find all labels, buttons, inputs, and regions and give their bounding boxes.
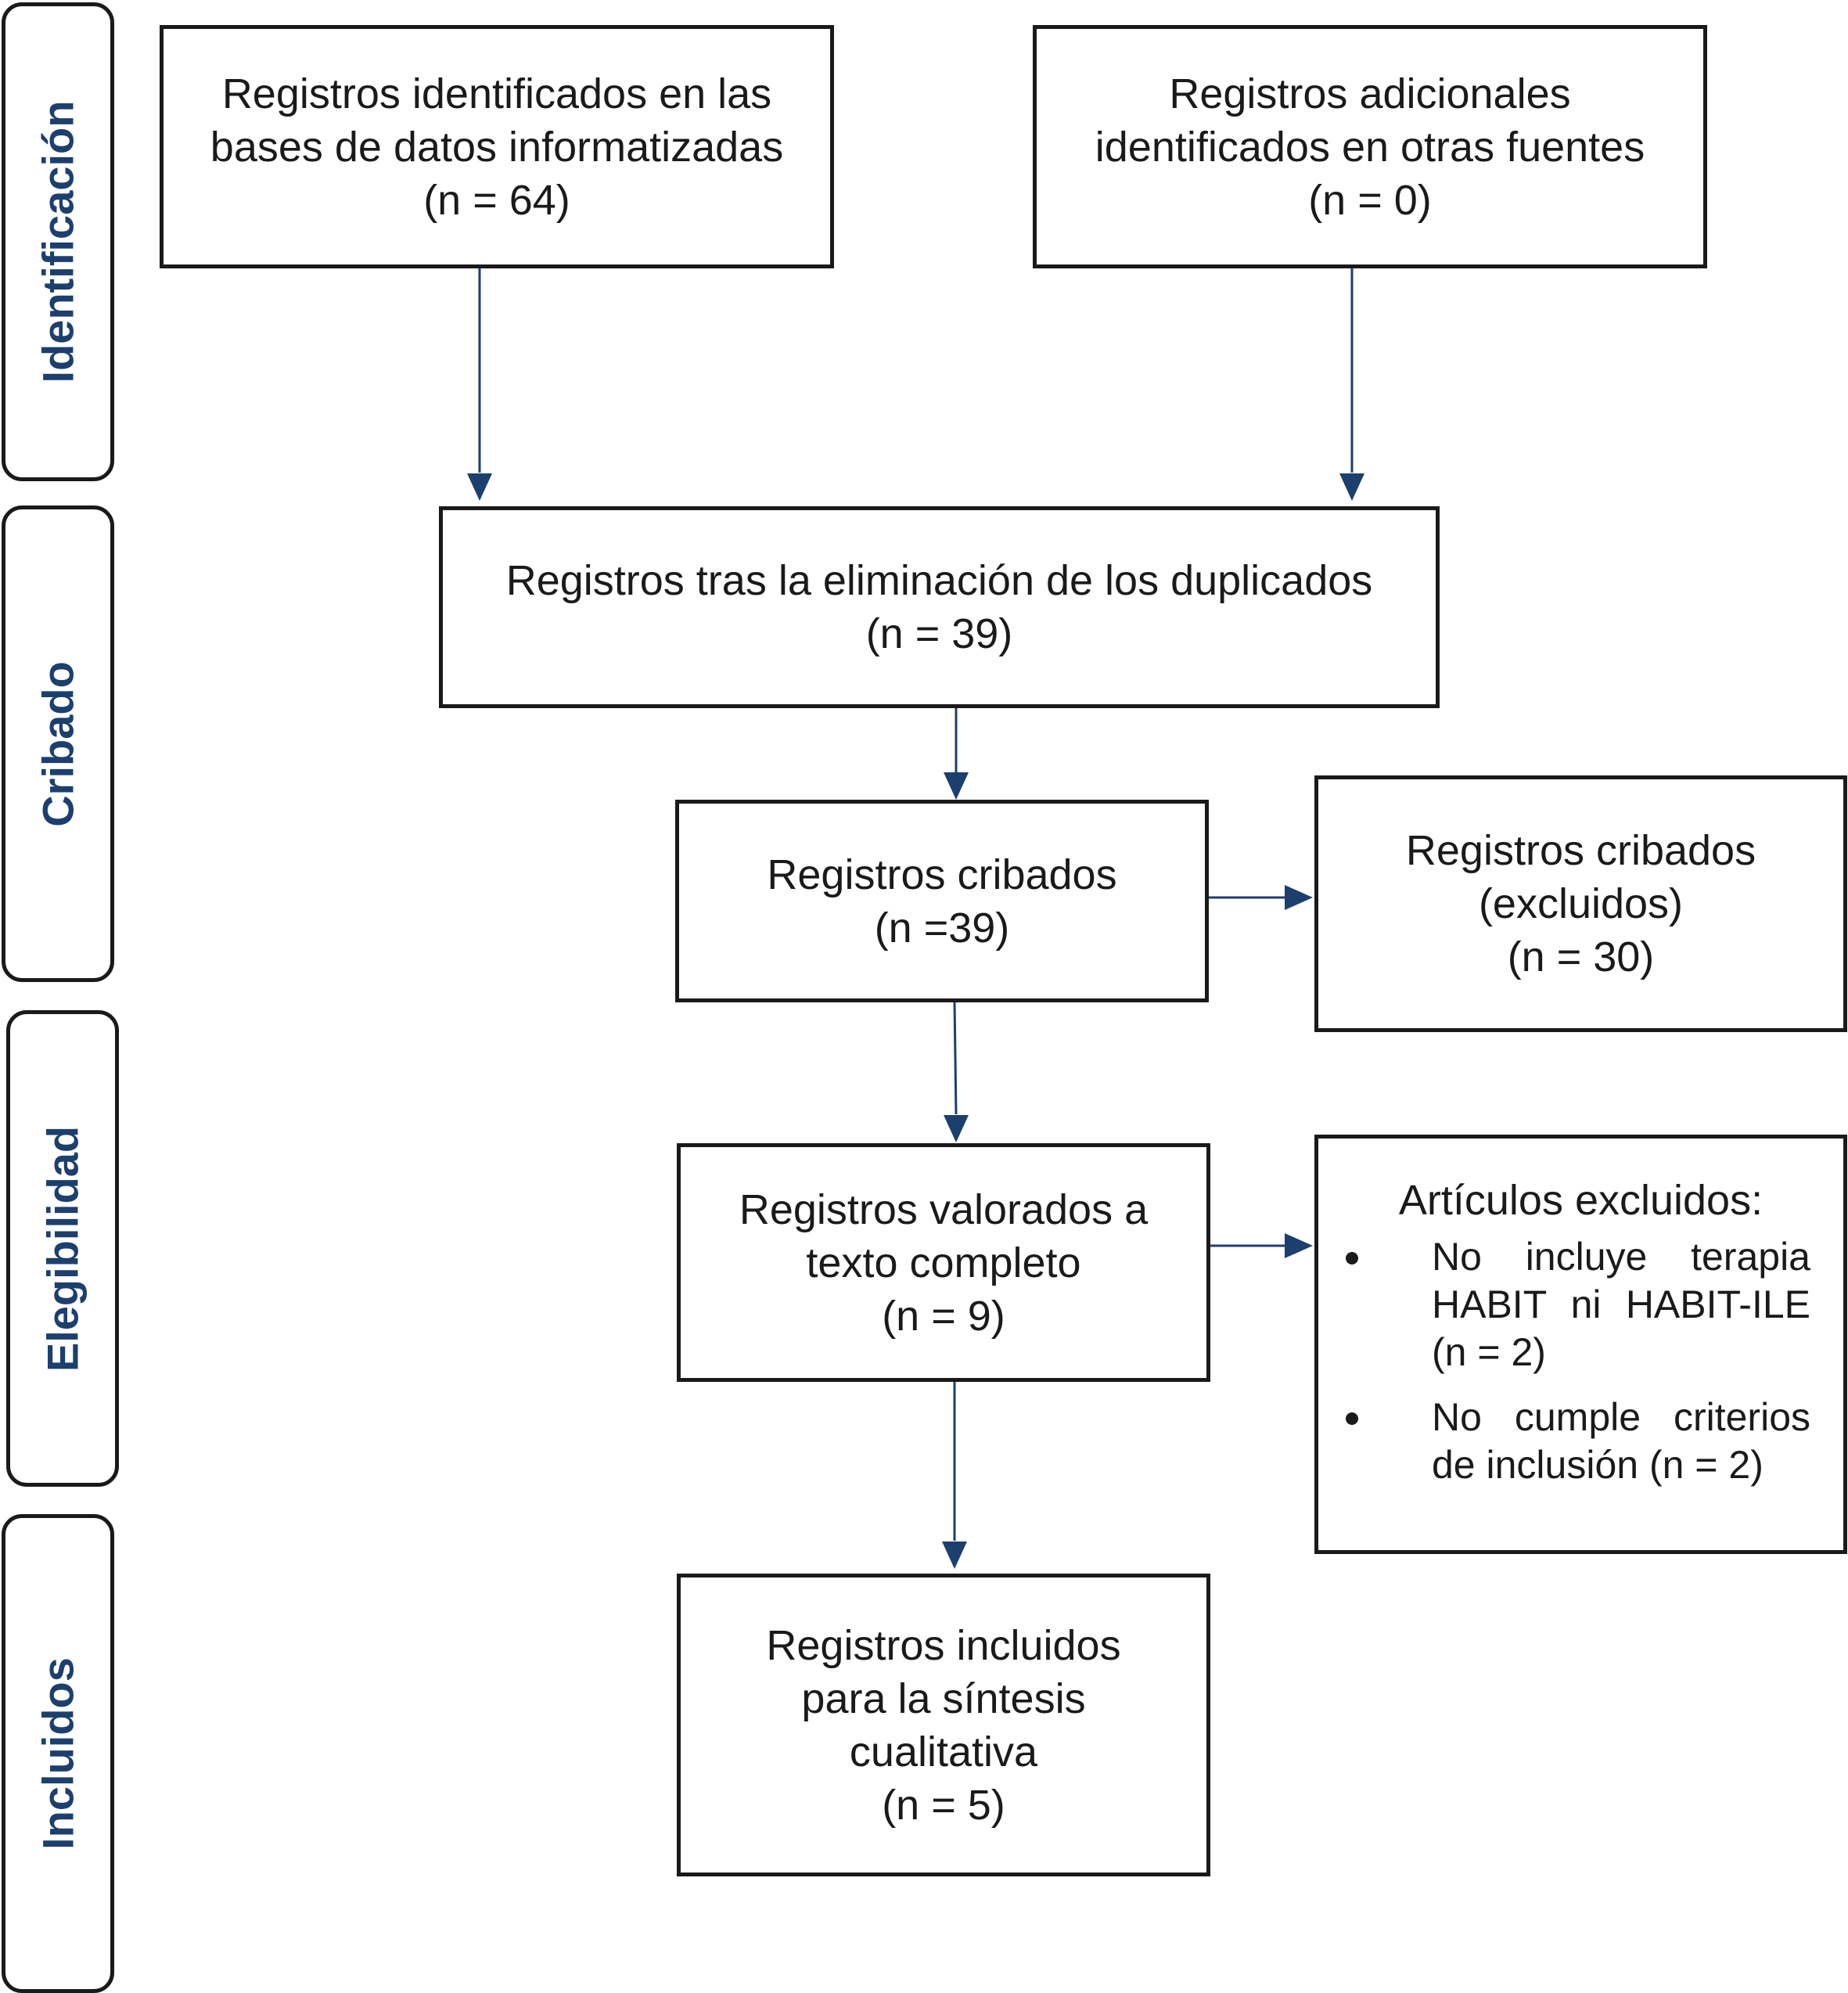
- arrow-head-screened: [944, 1115, 969, 1142]
- box-deduplicated-count: (n = 39): [865, 610, 1013, 657]
- box-screened-count: (n =39): [874, 904, 1010, 952]
- box-full-text-line-2: texto completo: [806, 1239, 1081, 1286]
- arrow-head-other: [1339, 473, 1364, 501]
- box-included: Registros incluidos para la síntesis cua…: [677, 1574, 1210, 1876]
- box-screened-excluded: Registros cribados (excluidos) (n = 30): [1314, 775, 1847, 1032]
- excluded-item-2-line-1: No cumple criterios: [1432, 1395, 1810, 1439]
- box-screened-excluded-count: (n = 30): [1507, 934, 1655, 980]
- box-other-sources-line-2: identificados en otras fuentes: [1095, 123, 1645, 171]
- box-full-text-line-1: Registros valorados a: [739, 1185, 1149, 1233]
- arrow-head-fulltext: [942, 1542, 967, 1569]
- box-included-line-2: para la síntesis: [801, 1675, 1086, 1722]
- box-other-sources-line-1: Registros adicionales: [1169, 70, 1571, 117]
- box-included-line-1: Registros incluidos: [766, 1621, 1121, 1669]
- excluded-item-1-line-2: HABIT ni HABIT-ILE: [1432, 1282, 1810, 1326]
- excluded-item-1-line-1: No incluye terapia: [1432, 1235, 1810, 1279]
- box-deduplicated-line-1: Registros tras la eliminación de los dup…: [505, 557, 1373, 604]
- phase-identificacion: Identificación: [2, 2, 114, 481]
- arrow-head-databases: [467, 473, 492, 501]
- arrow-head-fulltext-excluded: [1285, 1233, 1313, 1258]
- box-databases-line-1: Registros identificados en las: [221, 70, 772, 117]
- box-databases-line-2: bases de datos informatizadas: [210, 123, 784, 171]
- excluded-item-1-count: (n = 2): [1432, 1330, 1546, 1374]
- box-other-sources-count: (n = 0): [1308, 176, 1432, 224]
- box-screened: Registros cribados (n =39): [675, 800, 1209, 1002]
- box-full-text-count: (n = 9): [882, 1292, 1005, 1340]
- box-excluded-articles: Artículos excluidos: No incluye terapia …: [1314, 1135, 1847, 1554]
- phase-cribado: Cribado: [2, 505, 114, 982]
- box-screened-excluded-line-1: Registros cribados: [1405, 827, 1756, 874]
- box-screened-line-1: Registros cribados: [767, 851, 1117, 898]
- box-databases-count: (n = 64): [423, 176, 570, 224]
- box-databases: Registros identificados en las bases de …: [160, 25, 834, 268]
- box-other-sources: Registros adicionales identificados en o…: [1033, 25, 1707, 268]
- box-included-count: (n = 5): [882, 1781, 1005, 1829]
- phase-elegibilidad: Elegibilidad: [6, 1010, 119, 1487]
- phase-incluidos: Incluidos: [2, 1514, 114, 1993]
- arrow-head-screened-excluded: [1285, 885, 1313, 910]
- box-included-line-3: cualitativa: [849, 1728, 1038, 1775]
- box-screened-excluded-line-2: (excluidos): [1478, 880, 1684, 927]
- excluded-articles-title: Artículos excluidos:: [1398, 1177, 1764, 1224]
- box-deduplicated: Registros tras la eliminación de los dup…: [439, 506, 1440, 708]
- box-full-text: Registros valorados a texto completo (n …: [677, 1143, 1210, 1382]
- arrow-head-deduplicated: [944, 772, 969, 800]
- excluded-item-2-line-2: de inclusión (n = 2): [1432, 1443, 1764, 1487]
- arrow-screened-to-fulltext: [953, 1001, 958, 1115]
